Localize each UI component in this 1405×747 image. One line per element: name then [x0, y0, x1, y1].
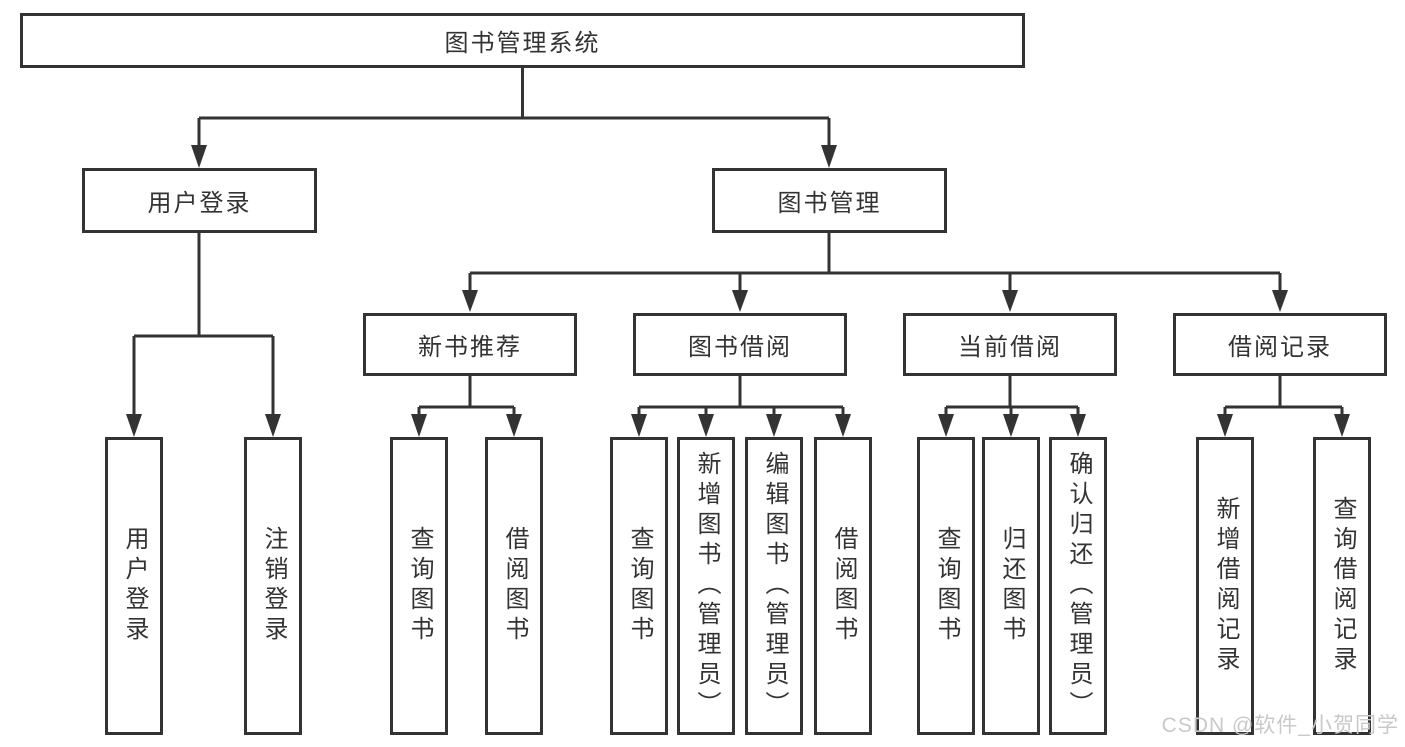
- leaf-borrow-query-book-label: 查询图书: [626, 526, 653, 646]
- leaf-add-book-admin-label: 新增图书（管理员）: [693, 451, 720, 721]
- leaf-current-query-book-label: 查询图书: [933, 526, 960, 646]
- node-current-borrow-label: 当前借阅: [958, 334, 1062, 361]
- leaf-logout-label: 注销登录: [260, 526, 287, 646]
- node-book-management: 图书管理: [712, 168, 947, 233]
- node-borrow-record: 借阅记录: [1173, 313, 1387, 376]
- leaf-add-borrow-record-label: 新增借阅记录: [1212, 496, 1239, 676]
- leaf-recommend-borrow-book: 借阅图书: [485, 437, 543, 735]
- leaf-add-book-admin: 新增图书（管理员）: [677, 437, 735, 735]
- node-new-book-recommend-label: 新书推荐: [418, 334, 522, 361]
- node-root-label: 图书管理系统: [444, 30, 601, 57]
- leaf-user-login: 用户登录: [105, 437, 163, 735]
- leaf-query-borrow-record-label: 查询借阅记录: [1329, 496, 1356, 676]
- node-current-borrow: 当前借阅: [903, 313, 1117, 376]
- leaf-query-borrow-record: 查询借阅记录: [1313, 437, 1371, 735]
- leaf-current-query-book: 查询图书: [917, 437, 975, 735]
- leaf-return-book: 归还图书: [982, 437, 1040, 735]
- node-root-system: 图书管理系统: [20, 13, 1025, 68]
- leaf-borrow-book-label: 借阅图书: [830, 526, 857, 646]
- csdn-watermark: CSDN @软件_小贺同学: [1161, 714, 1399, 737]
- leaf-confirm-return-admin-label: 确认归还（管理员）: [1065, 451, 1092, 721]
- leaf-borrow-book: 借阅图书: [814, 437, 872, 735]
- leaf-return-book-label: 归还图书: [998, 526, 1025, 646]
- node-book-borrow-label: 图书借阅: [688, 334, 792, 361]
- node-new-book-recommend: 新书推荐: [363, 313, 577, 376]
- leaf-borrow-query-book: 查询图书: [610, 437, 668, 735]
- leaf-edit-book-admin-label: 编辑图书（管理员）: [761, 451, 788, 721]
- leaf-add-borrow-record: 新增借阅记录: [1196, 437, 1254, 735]
- leaf-edit-book-admin: 编辑图书（管理员）: [745, 437, 803, 735]
- leaf-confirm-return-admin: 确认归还（管理员）: [1049, 437, 1107, 735]
- node-user-login: 用户登录: [82, 168, 317, 233]
- node-borrow-record-label: 借阅记录: [1228, 334, 1332, 361]
- leaf-logout: 注销登录: [244, 437, 302, 735]
- leaf-user-login-label: 用户登录: [121, 526, 148, 646]
- leaf-recommend-query-book: 查询图书: [390, 437, 448, 735]
- leaf-recommend-query-book-label: 查询图书: [406, 526, 433, 646]
- node-book-management-label: 图书管理: [777, 190, 882, 217]
- node-book-borrow: 图书借阅: [633, 313, 847, 376]
- leaf-recommend-borrow-book-label: 借阅图书: [501, 526, 528, 646]
- node-user-login-label: 用户登录: [147, 190, 252, 217]
